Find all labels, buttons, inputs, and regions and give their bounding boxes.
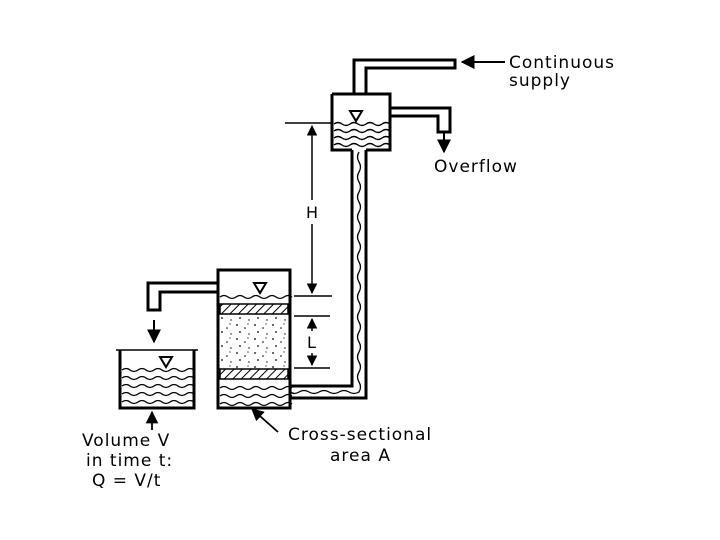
area-arrow [251,408,279,433]
head-label: H [306,203,318,222]
volume-label-line1: Volume V [82,431,170,451]
bottom-porous-plate [219,368,289,380]
connecting-tube [290,150,368,400]
outflow-spout [146,281,218,312]
length-label: L [307,333,316,352]
water-level-symbol-column [252,282,268,295]
top-porous-plate [219,303,289,315]
collection-beaker [116,349,198,410]
length-dimension [294,315,330,369]
area-label-line1: Cross-sectional [288,425,432,445]
tube-water [290,151,362,395]
volume-label-line3: Q = V/t [92,471,161,491]
head-dimension [285,122,332,297]
water-level-symbol-beaker [158,356,174,369]
volume-label-line2: in time t: [86,451,173,471]
overflow-label: Overflow [434,157,518,177]
supply-label-line1: Continuous [509,53,615,73]
area-label-line2: area A [330,446,391,466]
permeameter-column [216,268,293,410]
soil-sample [220,316,288,368]
supply-label-line2: supply [509,71,571,91]
supply-tank-water [333,121,391,148]
water-level-symbol-top [348,110,364,123]
supply-tank [330,58,457,152]
